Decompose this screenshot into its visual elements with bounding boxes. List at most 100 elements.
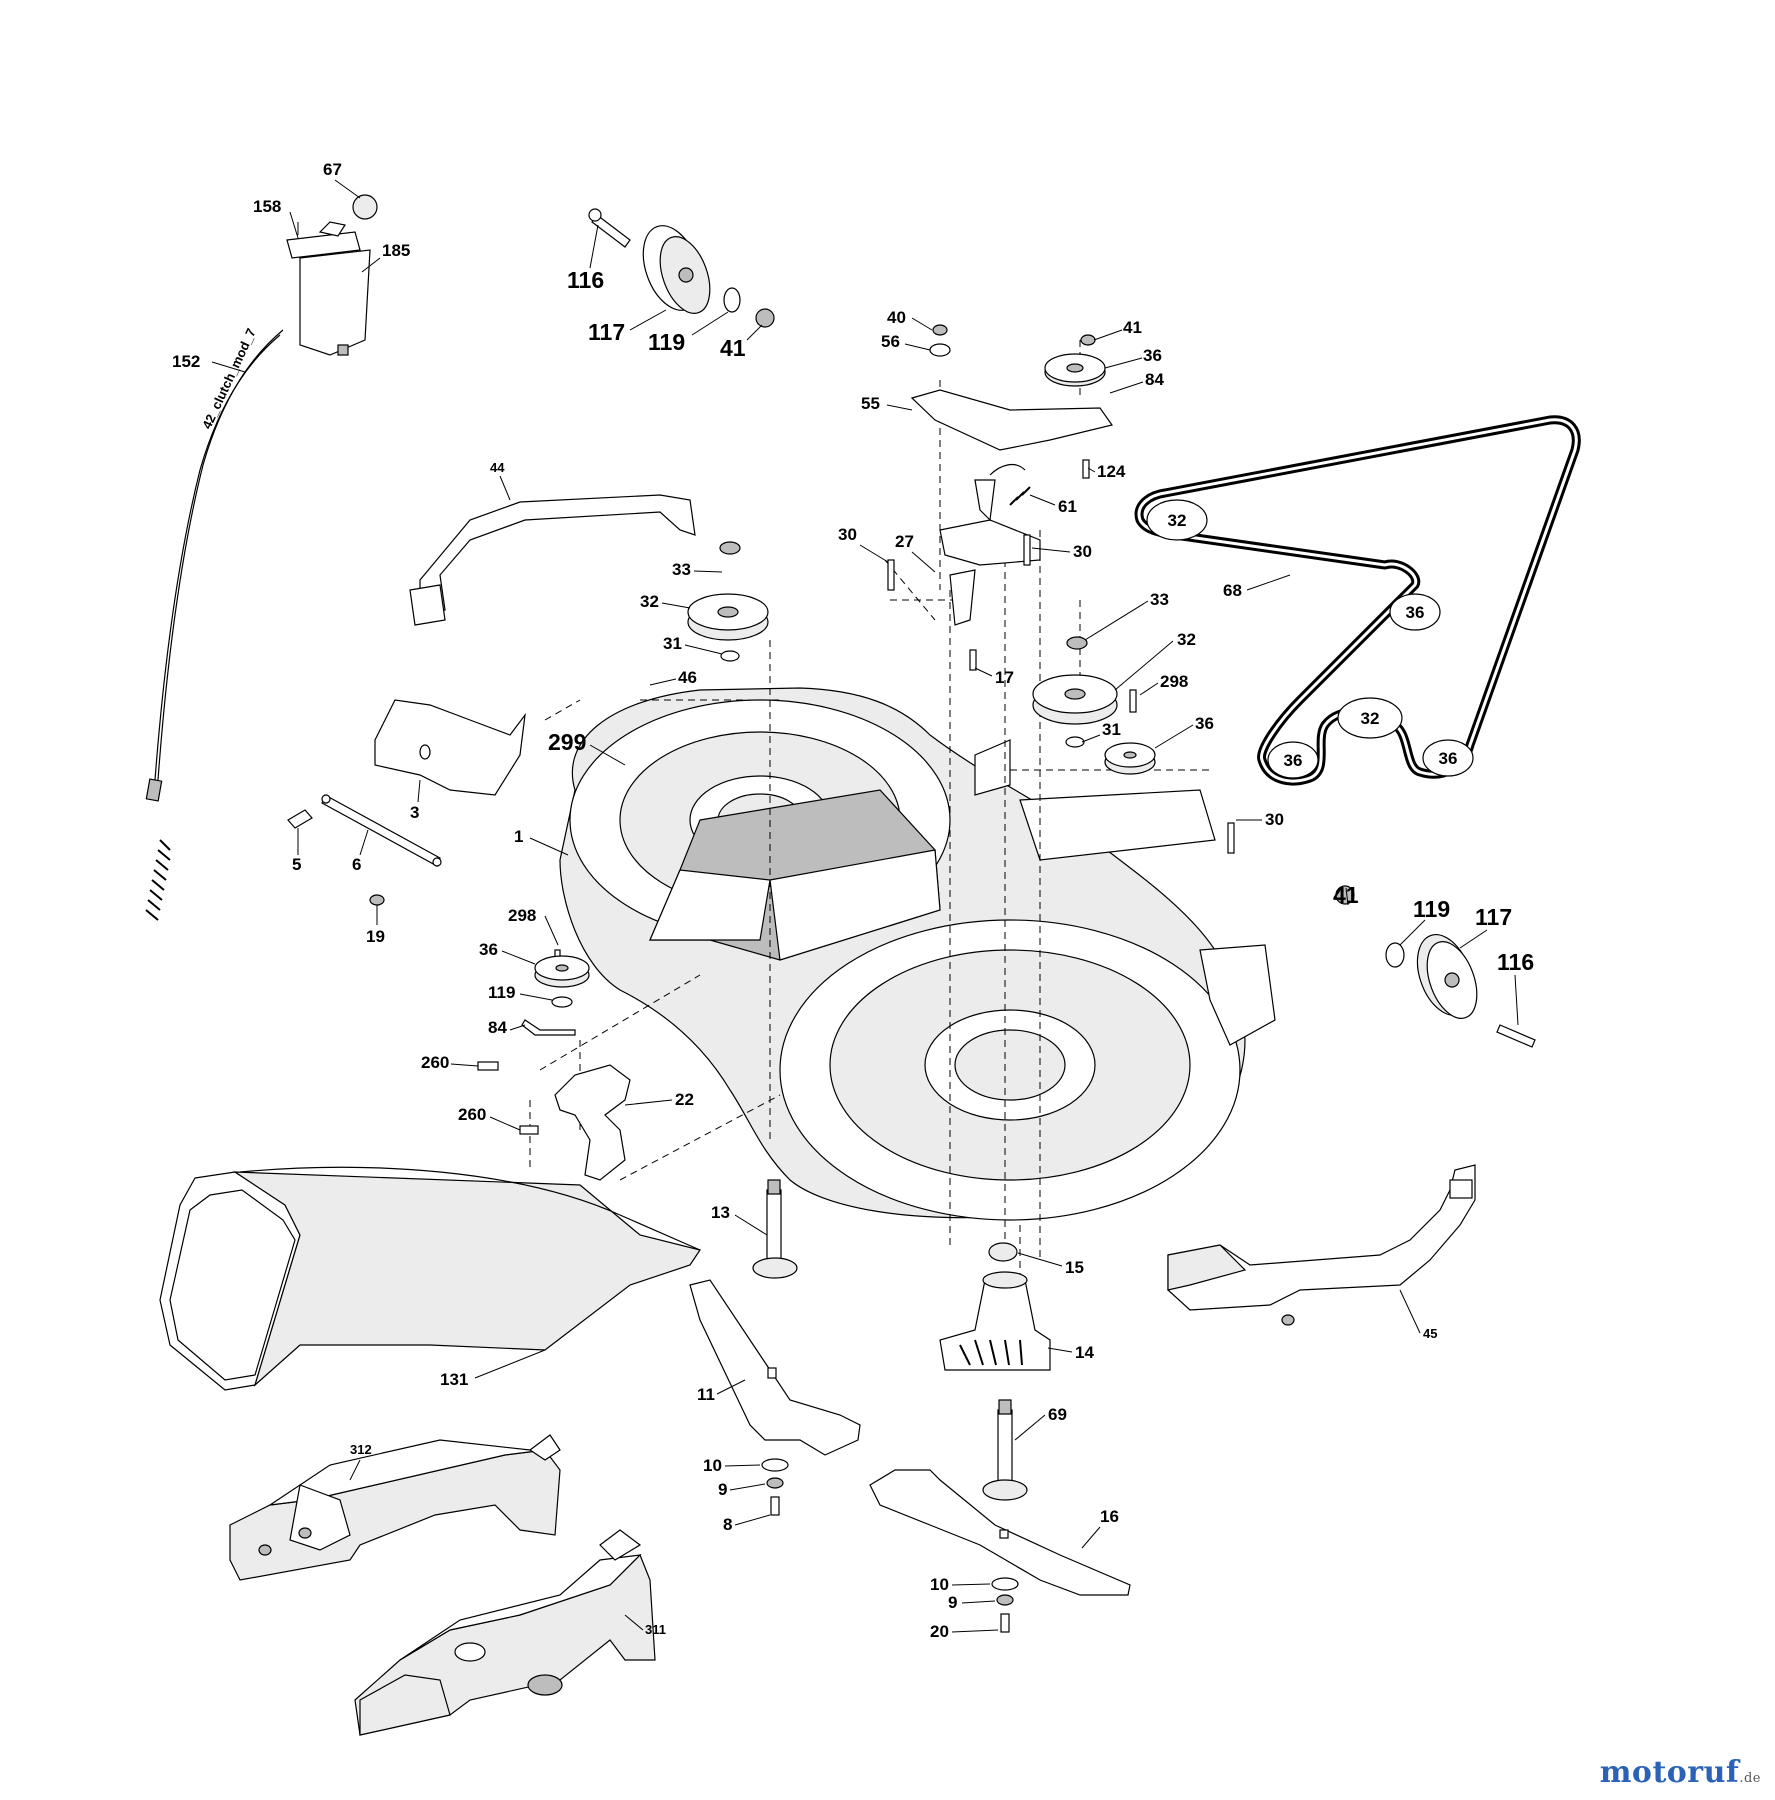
clutch-control-assembly	[145, 194, 378, 921]
gauge-wheel-right	[1335, 885, 1536, 1048]
callout-5: 5	[292, 855, 301, 874]
callout-299: 299	[548, 729, 586, 755]
mulch-cover-311	[354, 1529, 656, 1736]
mower-deck-housing	[559, 687, 1276, 1221]
callout-32-right: 32	[1177, 630, 1196, 649]
idler-bracket-assembly	[887, 324, 1113, 671]
callout-13: 13	[711, 1203, 730, 1222]
callout-30-left: 30	[838, 525, 857, 544]
callout-117-upper: 117	[588, 319, 625, 345]
callout-61: 61	[1058, 497, 1077, 516]
callout-30-right: 30	[1073, 542, 1092, 561]
callout-260-lower: 260	[458, 1105, 486, 1124]
watermark-brand: motoruf	[1599, 1755, 1740, 1790]
callout-16: 16	[1100, 1507, 1119, 1526]
callout-9-right: 9	[948, 1593, 957, 1612]
callout-10-right: 10	[930, 1575, 949, 1594]
bracket-3	[374, 699, 526, 796]
callout-119-upper: 119	[648, 329, 685, 355]
blade-16	[869, 1469, 1131, 1596]
callout-40: 40	[887, 308, 906, 327]
callout-8: 8	[723, 1515, 732, 1534]
callout-298-lower: 298	[508, 906, 536, 925]
callout-84-upper: 84	[1145, 370, 1164, 389]
callout-1: 1	[514, 827, 523, 846]
callout-84-lower: 84	[488, 1018, 507, 1037]
callout-185: 185	[382, 241, 410, 260]
callout-56: 56	[881, 332, 900, 351]
pulley-right-32	[1032, 636, 1118, 748]
link-6	[287, 794, 442, 906]
callout-15: 15	[1065, 1258, 1084, 1277]
spindle-shaft-13	[752, 1179, 798, 1279]
belt-pulley-label-36-right: 36	[1439, 749, 1458, 768]
callout-6: 6	[352, 855, 361, 874]
bumper-44	[409, 494, 696, 626]
callout-116-upper: 116	[567, 267, 604, 293]
spindle-housing-14	[939, 1242, 1051, 1371]
callout-311: 311	[645, 1622, 666, 1637]
callout-119-right: 119	[1413, 896, 1450, 922]
clutch-spring	[145, 839, 171, 921]
callout-45: 45	[1423, 1326, 1437, 1341]
blade-hardware-left	[761, 1458, 789, 1516]
callout-158: 158	[253, 197, 281, 216]
callout-36-right: 36	[1195, 714, 1214, 733]
callout-20: 20	[930, 1622, 949, 1641]
knob-67	[352, 194, 378, 220]
gauge-wheel-upper	[588, 208, 775, 328]
callout-68: 68	[1223, 581, 1242, 600]
watermark-suffix: .de	[1739, 1771, 1761, 1786]
callout-30-deck: 30	[1265, 810, 1284, 829]
callout-33-right: 33	[1150, 590, 1169, 609]
callout-67: 67	[323, 160, 342, 179]
callout-116-right: 116	[1497, 949, 1534, 975]
watermark-logo: motoruf.de	[1600, 1755, 1761, 1790]
callout-312: 312	[350, 1442, 372, 1457]
callout-14: 14	[1075, 1343, 1094, 1362]
blade-hardware-right	[991, 1577, 1019, 1633]
spindle-shaft-69	[982, 1399, 1028, 1501]
callout-31-right: 31	[1102, 720, 1121, 739]
belt-pulley-label-32-lower: 32	[1361, 709, 1380, 728]
callout-3: 3	[410, 803, 419, 822]
callout-36-bracket: 36	[1143, 346, 1162, 365]
callout-22: 22	[675, 1090, 694, 1109]
callout-152: 152	[172, 352, 200, 371]
callout-31-left: 31	[663, 634, 682, 653]
callout-131: 131	[440, 1370, 468, 1389]
mulch-cover-312	[229, 1434, 561, 1581]
callout-32-left: 32	[640, 592, 659, 611]
bracket-22	[477, 1061, 631, 1181]
callout-41-upper: 41	[720, 335, 746, 361]
callout-41-bracket: 41	[1123, 318, 1142, 337]
v-belt-68: 32 36 32 36 36	[1134, 415, 1581, 786]
callout-46: 46	[678, 668, 697, 687]
blade-11	[689, 1279, 861, 1456]
callout-119-lower: 119	[488, 983, 515, 1002]
belt-pulley-label-32-top: 32	[1168, 511, 1187, 530]
belt-pulley-label-36-left: 36	[1284, 751, 1303, 770]
callout-124: 124	[1097, 462, 1126, 481]
callout-260-upper: 260	[421, 1053, 449, 1072]
callout-10-left: 10	[703, 1456, 722, 1475]
callout-9-left: 9	[718, 1480, 727, 1499]
idler-pulley-left-36	[521, 949, 590, 1036]
callout-33-left: 33	[672, 560, 691, 579]
callout-117-right: 117	[1475, 904, 1512, 930]
assembly-guide-lines	[529, 340, 1210, 1310]
callout-27: 27	[895, 532, 914, 551]
callout-36-lower: 36	[479, 940, 498, 959]
discharge-chute-131	[159, 1166, 701, 1391]
callout-44: 44	[490, 460, 505, 475]
callout-11: 11	[697, 1385, 715, 1404]
callout-69: 69	[1048, 1405, 1067, 1424]
deflector-45	[1167, 1164, 1476, 1326]
bearing-15	[988, 1242, 1018, 1262]
pulley-left-32	[687, 541, 769, 662]
callout-19: 19	[366, 927, 385, 946]
callout-17: 17	[995, 668, 1014, 687]
idler-pulley-36	[1104, 689, 1156, 775]
callout-55: 55	[861, 394, 880, 413]
